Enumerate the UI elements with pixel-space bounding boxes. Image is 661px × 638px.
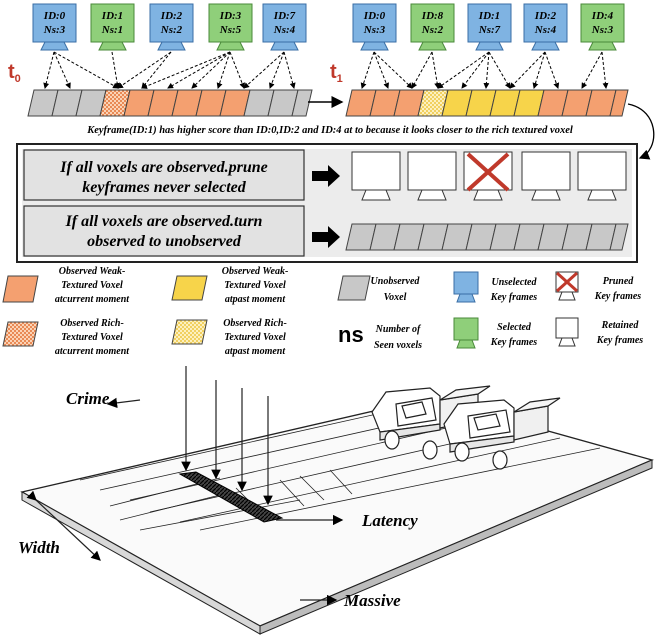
- t0-voxel-strip: [27, 89, 313, 117]
- keyframe-ns: Ns:4: [273, 24, 296, 36]
- pruned-keyframe-icon: [463, 151, 513, 201]
- retained-keyframe-icon: [407, 151, 457, 201]
- keyframe-id: ID:7: [273, 10, 296, 22]
- legend-unselected-icon: [453, 271, 479, 295]
- keyframe-ns: Ns:2: [160, 24, 183, 36]
- t0-keyframes: ID:0 Ns:3 ID:1 Ns:1 ID:2 Ns:2 ID:3 Ns:5: [32, 3, 307, 51]
- arrow-right-icon: [312, 165, 340, 187]
- keyframe-id: ID:0: [363, 10, 386, 22]
- t0-label: t0: [8, 61, 21, 85]
- keyframe-id: ID:3: [219, 10, 242, 22]
- keyframe-ns: Ns:4: [534, 24, 557, 36]
- legend-rich-past-3: atpast moment: [225, 346, 287, 357]
- keyframe-camera-unselected: ID:0 Ns:3: [32, 3, 77, 51]
- rule1-line1: If all voxels are observed.prune: [59, 159, 268, 176]
- width-label: Width: [18, 538, 60, 557]
- legend-weak-current-1: Observed Weak-: [59, 266, 126, 277]
- retained-keyframe-icon: [521, 151, 571, 201]
- keyframe-id: ID:1: [478, 10, 500, 22]
- legend-ns-2: Seen voxels: [374, 340, 422, 351]
- legend-rich-current-2: Textured Voxel: [61, 332, 123, 343]
- legend-retained-1: Retained: [601, 320, 640, 331]
- legend-unobserved-2: Voxel: [384, 292, 407, 303]
- process-arrow: [627, 103, 655, 160]
- legend-unselected-2: Key frames: [490, 292, 537, 303]
- legend-swatch-rich-past: [171, 319, 208, 345]
- legend-unselected-1: Unselected: [492, 277, 538, 288]
- legend-retained-icon: [555, 317, 579, 347]
- keyframe-ns: Ns:3: [591, 24, 614, 36]
- legend-swatch-weak-current: [2, 275, 39, 303]
- legend-swatch-rich-current: [2, 321, 39, 347]
- legend-rich-past-2: Textured Voxel: [224, 332, 286, 343]
- rule1-panel: [23, 149, 305, 201]
- legend-pruned-1: Pruned: [603, 276, 635, 287]
- legend-weak-past-1: Observed Weak-: [222, 266, 289, 277]
- keyframe-id: ID:8: [421, 10, 444, 22]
- legend-weak-past-3: atpast moment: [225, 294, 287, 305]
- retained-keyframe-icon: [577, 151, 627, 201]
- keyframe-id: ID:1: [101, 10, 123, 22]
- hatched-sensor-strip: [178, 471, 284, 523]
- legend-weak-current-2: Textured Voxel: [61, 280, 123, 291]
- keyframe-camera-unselected: ID:2 Ns:4: [523, 3, 568, 51]
- road-scene: [20, 366, 654, 635]
- t1-voxel-strip: [345, 89, 629, 117]
- latency-label: Latency: [361, 511, 418, 530]
- legend-selected-1: Selected: [497, 322, 532, 333]
- rule1-line2: keyframes never selected: [82, 179, 246, 196]
- legend-pruned-2: Key frames: [594, 291, 641, 302]
- legend-pruned-icon: [555, 271, 579, 301]
- rule2-line2: observed to unobserved: [87, 233, 242, 250]
- crime-label: Crime: [66, 389, 110, 408]
- rule2-line1: If all voxels are observed.turn: [65, 213, 263, 230]
- keyframe-id: ID:2: [160, 10, 183, 22]
- unobserved-voxel-strip: [345, 223, 629, 251]
- legend-rich-current-3: atcurrent moment: [55, 346, 130, 357]
- keyframe-ns: Ns:7: [478, 24, 501, 36]
- legend-weak-past-2: Textured Voxel: [224, 280, 286, 291]
- legend-ns-1: Number of: [375, 324, 422, 335]
- legend: Observed Weak- Textured Voxel atcurrent …: [2, 266, 643, 357]
- keyframe-ns: Ns:2: [421, 24, 444, 36]
- keyframe-camera-selected: ID:3 Ns:5: [208, 3, 253, 51]
- legend-weak-current-3: atcurrent moment: [55, 294, 130, 305]
- caption-text: Keyframe(ID:1) has higher score than ID:…: [86, 125, 573, 136]
- t1-label: t1: [330, 61, 343, 85]
- legend-unobserved-1: Unobserved: [371, 276, 421, 287]
- ns-symbol: ns: [338, 322, 364, 347]
- rules-box: If all voxels are observed.prune keyfram…: [16, 143, 638, 263]
- massive-label: Massive: [343, 591, 401, 610]
- keyframe-camera-selected: ID:4 Ns:3: [580, 3, 625, 51]
- legend-selected-2: Key frames: [490, 337, 537, 348]
- t1-observation-lines: [360, 51, 609, 89]
- retained-keyframe-icon: [351, 151, 401, 201]
- legend-selected-icon: [453, 317, 479, 341]
- legend-rich-past-1: Observed Rich-: [223, 318, 287, 329]
- keyframe-ns: Ns:1: [101, 24, 123, 36]
- legend-swatch-weak-past: [171, 275, 208, 301]
- rule2-panel: [23, 205, 305, 257]
- keyframe-ns: Ns:5: [219, 24, 242, 36]
- truck-icon: [443, 397, 561, 470]
- legend-swatch-unobserved: [337, 275, 371, 301]
- keyframe-id: ID:4: [591, 10, 614, 22]
- keyframe-id: ID:0: [43, 10, 66, 22]
- legend-retained-2: Key frames: [596, 335, 643, 346]
- keyframe-camera-unselected: ID:1 Ns:7: [467, 3, 512, 51]
- arrow-right-icon: [312, 226, 340, 248]
- keyframe-camera-selected: ID:1 Ns:1: [90, 3, 135, 51]
- keyframe-camera-unselected: ID:0 Ns:3: [352, 3, 397, 51]
- legend-rich-current-1: Observed Rich-: [60, 318, 124, 329]
- keyframe-ns: Ns:3: [43, 24, 66, 36]
- t1-keyframes: ID:0 Ns:3 ID:8 Ns:2 ID:1 Ns:7 ID:2 Ns:4 …: [352, 3, 625, 51]
- keyframe-camera-unselected: ID:7 Ns:4: [262, 3, 307, 51]
- keyframe-id: ID:2: [534, 10, 557, 22]
- t0-observation-lines: [43, 51, 296, 89]
- keyframe-camera-unselected: ID:2 Ns:2: [149, 3, 194, 51]
- keyframe-camera-selected: ID:8 Ns:2: [410, 3, 455, 51]
- keyframe-ns: Ns:3: [363, 24, 386, 36]
